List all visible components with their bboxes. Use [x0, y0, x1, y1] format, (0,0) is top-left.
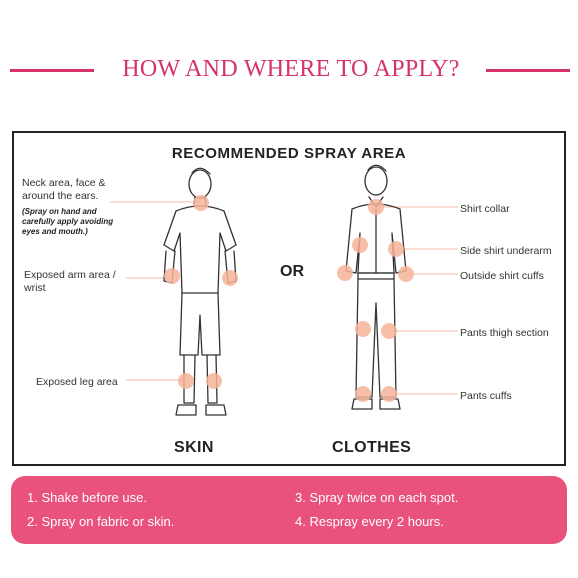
instructions-panel: 1. Shake before use. 2. Spray on fabric …	[11, 476, 567, 544]
collar-label: Shirt collar	[460, 203, 510, 215]
clothes-left-cuff-spot	[337, 265, 353, 281]
clothes-left-underarm-spot	[352, 237, 368, 253]
skin-shorts	[179, 292, 221, 356]
underarm-label: Side shirt underarm	[460, 245, 552, 257]
clothes-right-pants-cuff-spot	[381, 386, 397, 402]
clothes-right-thigh-spot	[381, 323, 397, 339]
leg-note: Exposed leg area	[36, 376, 118, 388]
skin-left-leg-spot	[178, 373, 194, 389]
figures-illustration	[110, 164, 458, 416]
skin-left-wrist-spot	[164, 268, 180, 284]
diagram-title: RECOMMENDED SPRAY AREA	[171, 145, 407, 162]
skin-head	[188, 169, 212, 199]
clothes-left-thigh-spot	[355, 321, 371, 337]
clothes-head	[364, 166, 388, 196]
neck-note-line2: around the ears.	[22, 190, 99, 202]
cuffs-label: Outside shirt cuffs	[460, 270, 544, 282]
leader-lines	[110, 201, 458, 395]
skin-spots	[164, 195, 238, 389]
neck-note: Neck area, face & around the ears.	[22, 177, 105, 203]
clothes-label: CLOTHES	[332, 439, 412, 456]
pants-cuffs-label: Pants cuffs	[460, 390, 512, 402]
clothes-left-pants-cuff-spot	[355, 386, 371, 402]
header: HOW AND WHERE TO APPLY?	[0, 0, 578, 130]
neck-caution-line2: carefully apply avoiding	[22, 217, 114, 226]
header-rule-left	[10, 69, 94, 72]
clothes-right-cuff-spot	[398, 266, 414, 282]
step-1: 1. Shake before use.	[27, 490, 147, 505]
neck-note-line1: Neck area, face &	[22, 177, 106, 189]
clothes-hair	[367, 164, 387, 172]
skin-tshirt	[163, 205, 237, 294]
skin-right-leg-spot	[206, 373, 222, 389]
arm-note: Exposed arm area / wrist	[24, 269, 116, 295]
skin-neck-spot	[193, 195, 209, 211]
skin-label: SKIN	[174, 439, 214, 456]
step-3: 3. Spray twice on each spot.	[295, 490, 459, 505]
page-title: HOW AND WHERE TO APPLY?	[122, 56, 460, 82]
or-label: OR	[280, 263, 304, 280]
step-4: 4. Respray every 2 hours.	[295, 514, 444, 529]
arm-note-line1: Exposed arm area /	[24, 269, 116, 281]
skin-hair	[191, 167, 211, 175]
neck-caution-line1: (Spray on hand and	[22, 207, 97, 216]
arm-note-line2: wrist	[24, 282, 46, 294]
neck-caution-line3: eyes and mouth.)	[22, 227, 88, 236]
header-rule-right	[486, 69, 570, 72]
skin-sandals	[175, 404, 227, 416]
neck-caution: (Spray on hand and carefully apply avoid…	[22, 207, 113, 237]
clothes-right-underarm-spot	[388, 241, 404, 257]
clothes-spots	[337, 199, 414, 402]
spray-area-diagram: RECOMMENDED SPRAY AREA Neck area, face &…	[12, 131, 566, 466]
clothes-collar-spot	[368, 199, 384, 215]
thigh-label: Pants thigh section	[460, 327, 549, 339]
skin-right-wrist-spot	[222, 270, 238, 286]
clothes-belt	[357, 272, 395, 280]
step-2: 2. Spray on fabric or skin.	[27, 514, 175, 529]
